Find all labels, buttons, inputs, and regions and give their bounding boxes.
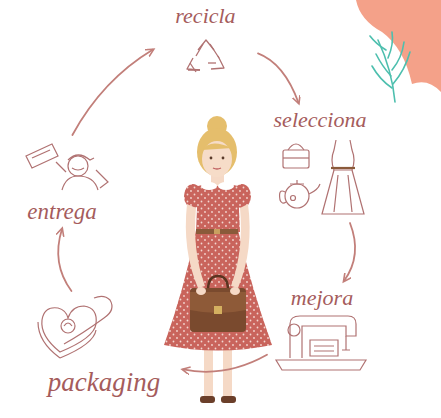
step-node: mejora: [272, 286, 372, 372]
step-node: packaging: [30, 296, 178, 398]
corner-decoration: [356, 0, 441, 102]
recycle-icon: [187, 40, 224, 72]
cycle-arrow: [183, 355, 267, 372]
step-label: recicla: [172, 4, 238, 28]
cycle-arrow: [72, 50, 153, 135]
step-label: packaging: [45, 368, 163, 398]
sewing-machine-icon: [276, 316, 366, 370]
step-label: entrega: [24, 199, 99, 224]
cycle-arrow: [344, 223, 355, 281]
step-label: mejora: [288, 286, 356, 310]
cycle-arrow: [58, 229, 71, 291]
step-node: recicla: [158, 4, 253, 80]
step-label: selecciona: [271, 108, 370, 132]
delivery-icon: [26, 144, 108, 190]
step-node: entrega: [10, 140, 114, 224]
heart-box-icon: [38, 296, 112, 358]
cycle-arrow: [258, 53, 299, 103]
step-node: selecciona: [267, 108, 374, 218]
woman-figure: [164, 116, 272, 403]
vintage-items-icon: [280, 140, 364, 214]
